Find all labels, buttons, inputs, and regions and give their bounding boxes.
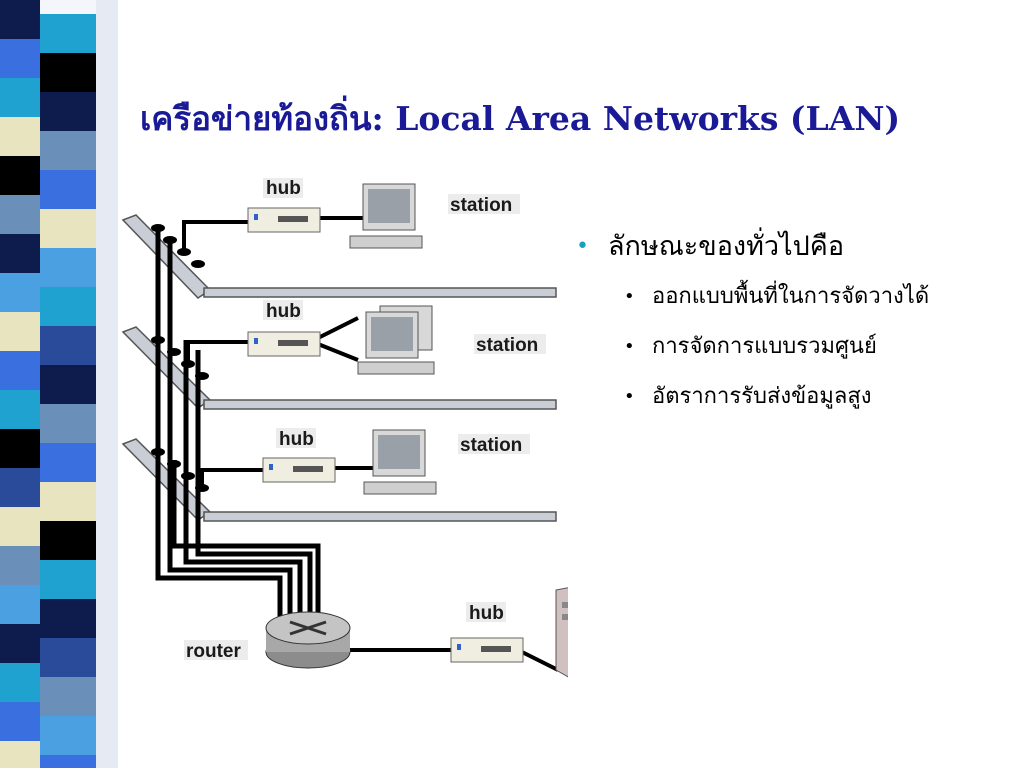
strip-tile: [0, 741, 40, 768]
strip-tile: [0, 312, 40, 351]
strip-tile: [0, 156, 40, 195]
sub-bullet-text: อัตราการรับส่งข้อมูลสูง: [652, 384, 872, 409]
sub-bullet-text: ออกแบบพื้นที่ในการจัดวางได้: [652, 284, 930, 309]
strip-tile: [0, 507, 40, 546]
strip-tile: [0, 585, 40, 624]
label-station-3: station: [460, 435, 522, 456]
sub-bullet-3: • อัตราการรับส่งข้อมูลสูง: [624, 382, 1016, 412]
bullet-dot-icon: •: [624, 286, 635, 307]
station-computer-1: [349, 183, 423, 249]
hub-device-1: [247, 207, 321, 233]
floor-1: [121, 214, 557, 299]
strip-tile: [0, 546, 40, 585]
server-device: [555, 587, 568, 678]
strip-tile: [40, 287, 96, 326]
label-station-1: station: [450, 195, 512, 216]
strip-tile: [0, 273, 40, 312]
main-bullet: • ลักษณะของทั่วไปคือ: [576, 230, 1016, 264]
strip-tile: [0, 702, 40, 741]
backbone-cables: [155, 228, 321, 622]
router-device: [265, 611, 351, 669]
strip-tile: [40, 560, 96, 599]
label-hub-1: hub: [266, 178, 301, 199]
bullet-dot-icon: •: [624, 336, 635, 357]
strip-tile: [40, 482, 96, 521]
strip-tile: [0, 624, 40, 663]
strip-tile: [40, 326, 96, 365]
label-hub-4: hub: [469, 603, 504, 624]
sub-bullet-1: • ออกแบบพื้นที่ในการจัดวางได้: [624, 282, 1016, 312]
strip-tile: [40, 170, 96, 209]
strip-tile: [0, 78, 40, 117]
strip-tile: [40, 131, 96, 170]
decorative-side-strip: [0, 0, 118, 768]
strip-tile: [40, 599, 96, 638]
strip-tile: [40, 677, 96, 716]
strip-tile: [0, 0, 40, 39]
hub-device-4: [450, 637, 524, 663]
label-router: router: [186, 641, 242, 662]
strip-tile: [40, 755, 96, 768]
station-computer-3: [363, 429, 437, 495]
strip-tile: [0, 468, 40, 507]
sub-bullet-2: • การจัดการแบบรวมศูนย์: [624, 332, 1016, 362]
strip-tile: [40, 209, 96, 248]
strip-tile: [40, 92, 96, 131]
bullet-dot-icon: •: [624, 386, 635, 407]
strip-tile: [0, 663, 40, 702]
strip-tile: [40, 14, 96, 53]
main-bullet-text: ลักษณะของทั่วไปคือ: [608, 231, 845, 262]
strip-tile: [40, 443, 96, 482]
strip-tile: [0, 39, 40, 78]
bullet-dot-icon: •: [576, 234, 589, 259]
strip-tile: [40, 716, 96, 755]
strip-tile: [40, 404, 96, 443]
hub-device-3: [262, 457, 336, 483]
slide-title: เครือข่ายท้องถิ่น: Local Area Networks (…: [140, 99, 901, 138]
label-hub-2: hub: [266, 301, 301, 322]
strip-tile: [0, 429, 40, 468]
label-hub-3: hub: [279, 429, 314, 450]
sub-bullet-text: การจัดการแบบรวมศูนย์: [652, 334, 877, 359]
strip-tile: [40, 365, 96, 404]
strip-tile: [40, 53, 96, 92]
strip-tile: [0, 390, 40, 429]
station-computer-2: [357, 305, 435, 375]
strip-tile: [0, 351, 40, 390]
strip-tile: [0, 234, 40, 273]
bullet-list: • ลักษณะของทั่วไปคือ • ออกแบบพื้นที่ในกา…: [576, 230, 1016, 432]
strip-tile: [40, 521, 96, 560]
hub-device-2: [247, 331, 321, 357]
strip-tile: [40, 248, 96, 287]
hub-cables: [182, 216, 559, 672]
strip-tile: [40, 638, 96, 677]
lan-diagram: hub station hub station hub station hub …: [121, 178, 568, 678]
strip-tile: [0, 117, 40, 156]
label-station-2: station: [476, 335, 538, 356]
strip-tile: [0, 195, 40, 234]
